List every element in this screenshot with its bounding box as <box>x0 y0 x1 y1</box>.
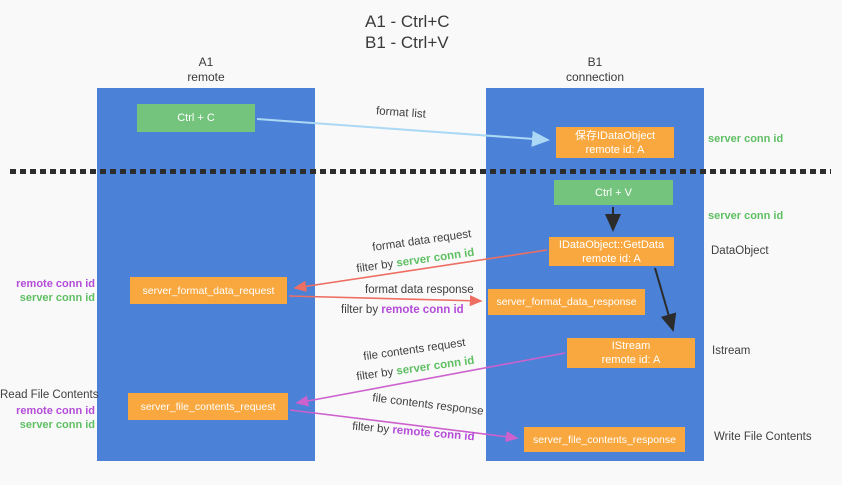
istream-box: IStream remote id: A <box>567 338 695 368</box>
file-contents-response-label: file contents response <box>371 392 485 418</box>
filter-by-remote-conn-id-label-2: filter by remote conn id <box>352 421 475 444</box>
remote-conn-id-text: remote conn id <box>381 304 464 316</box>
lifeline-b-name: B1 <box>587 55 603 69</box>
filter-prefix: filter by <box>355 365 398 384</box>
left-server-conn-id-top-label: server conn id <box>19 292 95 304</box>
filter-prefix: filter by <box>351 420 393 437</box>
server-format-data-response-label: server_format_data_response <box>496 296 637 308</box>
istream-remote-id: remote id: A <box>601 354 661 366</box>
ctrl-c-label: Ctrl + C <box>177 112 215 124</box>
read-file-contents-label: Read File Contents <box>0 389 99 401</box>
server-format-data-request-label: server_format_data_request <box>142 284 275 297</box>
server-conn-id-text: server conn id <box>395 354 476 378</box>
dataobject-side-label: DataObject <box>711 245 769 257</box>
getdata-remote-id: remote id: A <box>582 252 641 265</box>
left-read-file-block: Read File Contents remote conn id server… <box>0 388 99 432</box>
filter-prefix: filter by <box>341 304 382 316</box>
idataobject-getdata-box: IDataObject::GetData remote id: A <box>549 237 674 266</box>
save-idataobject-label: 保存IDataObject <box>574 129 656 142</box>
left-conn-id-top-block: remote conn id server conn id <box>0 277 95 305</box>
server-conn-id-text: server conn id <box>395 246 476 270</box>
arrow-format-data-response <box>288 295 483 307</box>
left-server-conn-id-bottom-label: server conn id <box>19 419 95 431</box>
title-line-b1: B1 - Ctrl+V <box>365 33 449 52</box>
filter-by-remote-conn-id-label-1: filter by remote conn id <box>341 304 464 316</box>
dotted-separator <box>10 169 831 174</box>
format-data-response-label: format data response <box>365 284 474 296</box>
istream-label: IStream <box>611 340 651 352</box>
lifeline-b-role: connection <box>565 70 625 84</box>
getdata-label: IDataObject::GetData <box>558 238 665 251</box>
filter-prefix: filter by <box>355 257 398 276</box>
server-format-data-response-box: server_format_data_response <box>488 289 645 315</box>
lifeline-a-header: A1 remote <box>97 55 315 85</box>
server-format-data-request-box: server_format_data_request <box>130 277 287 304</box>
ctrl-c-box: Ctrl + C <box>137 104 255 132</box>
lifeline-b-header: B1 connection <box>486 55 704 85</box>
right-server-conn-id-top-label: server conn id <box>708 133 784 145</box>
title-line-a1: A1 - Ctrl+C <box>365 12 450 31</box>
server-file-contents-request-label: server_file_contents_request <box>140 400 276 413</box>
save-idataobject-box: 保存IDataObject remote id: A <box>556 127 674 158</box>
save-idataobject-remote-id: remote id: A <box>585 143 645 156</box>
lifeline-a-role: remote <box>187 70 225 84</box>
format-list-label: format list <box>375 105 427 121</box>
istream-side-label: Istream <box>712 345 751 357</box>
left-remote-conn-id-top-label: remote conn id <box>16 278 95 290</box>
server-file-contents-response-label: server_file_contents_response <box>532 433 676 446</box>
server-file-contents-request-box: server_file_contents_request <box>128 393 288 420</box>
right-server-conn-id-mid-label: server conn id <box>708 210 784 222</box>
lifeline-a-name: A1 <box>198 55 214 69</box>
ctrl-v-box: Ctrl + V <box>554 180 673 205</box>
left-remote-conn-id-bottom-label: remote conn id <box>16 405 95 417</box>
ctrl-v-label: Ctrl + V <box>595 186 632 199</box>
diagram-title: A1 - Ctrl+C B1 - Ctrl+V <box>365 11 450 53</box>
server-file-contents-response-box: server_file_contents_response <box>524 427 685 452</box>
remote-conn-id-text: remote conn id <box>391 424 475 444</box>
write-file-contents-label: Write File Contents <box>714 431 812 443</box>
